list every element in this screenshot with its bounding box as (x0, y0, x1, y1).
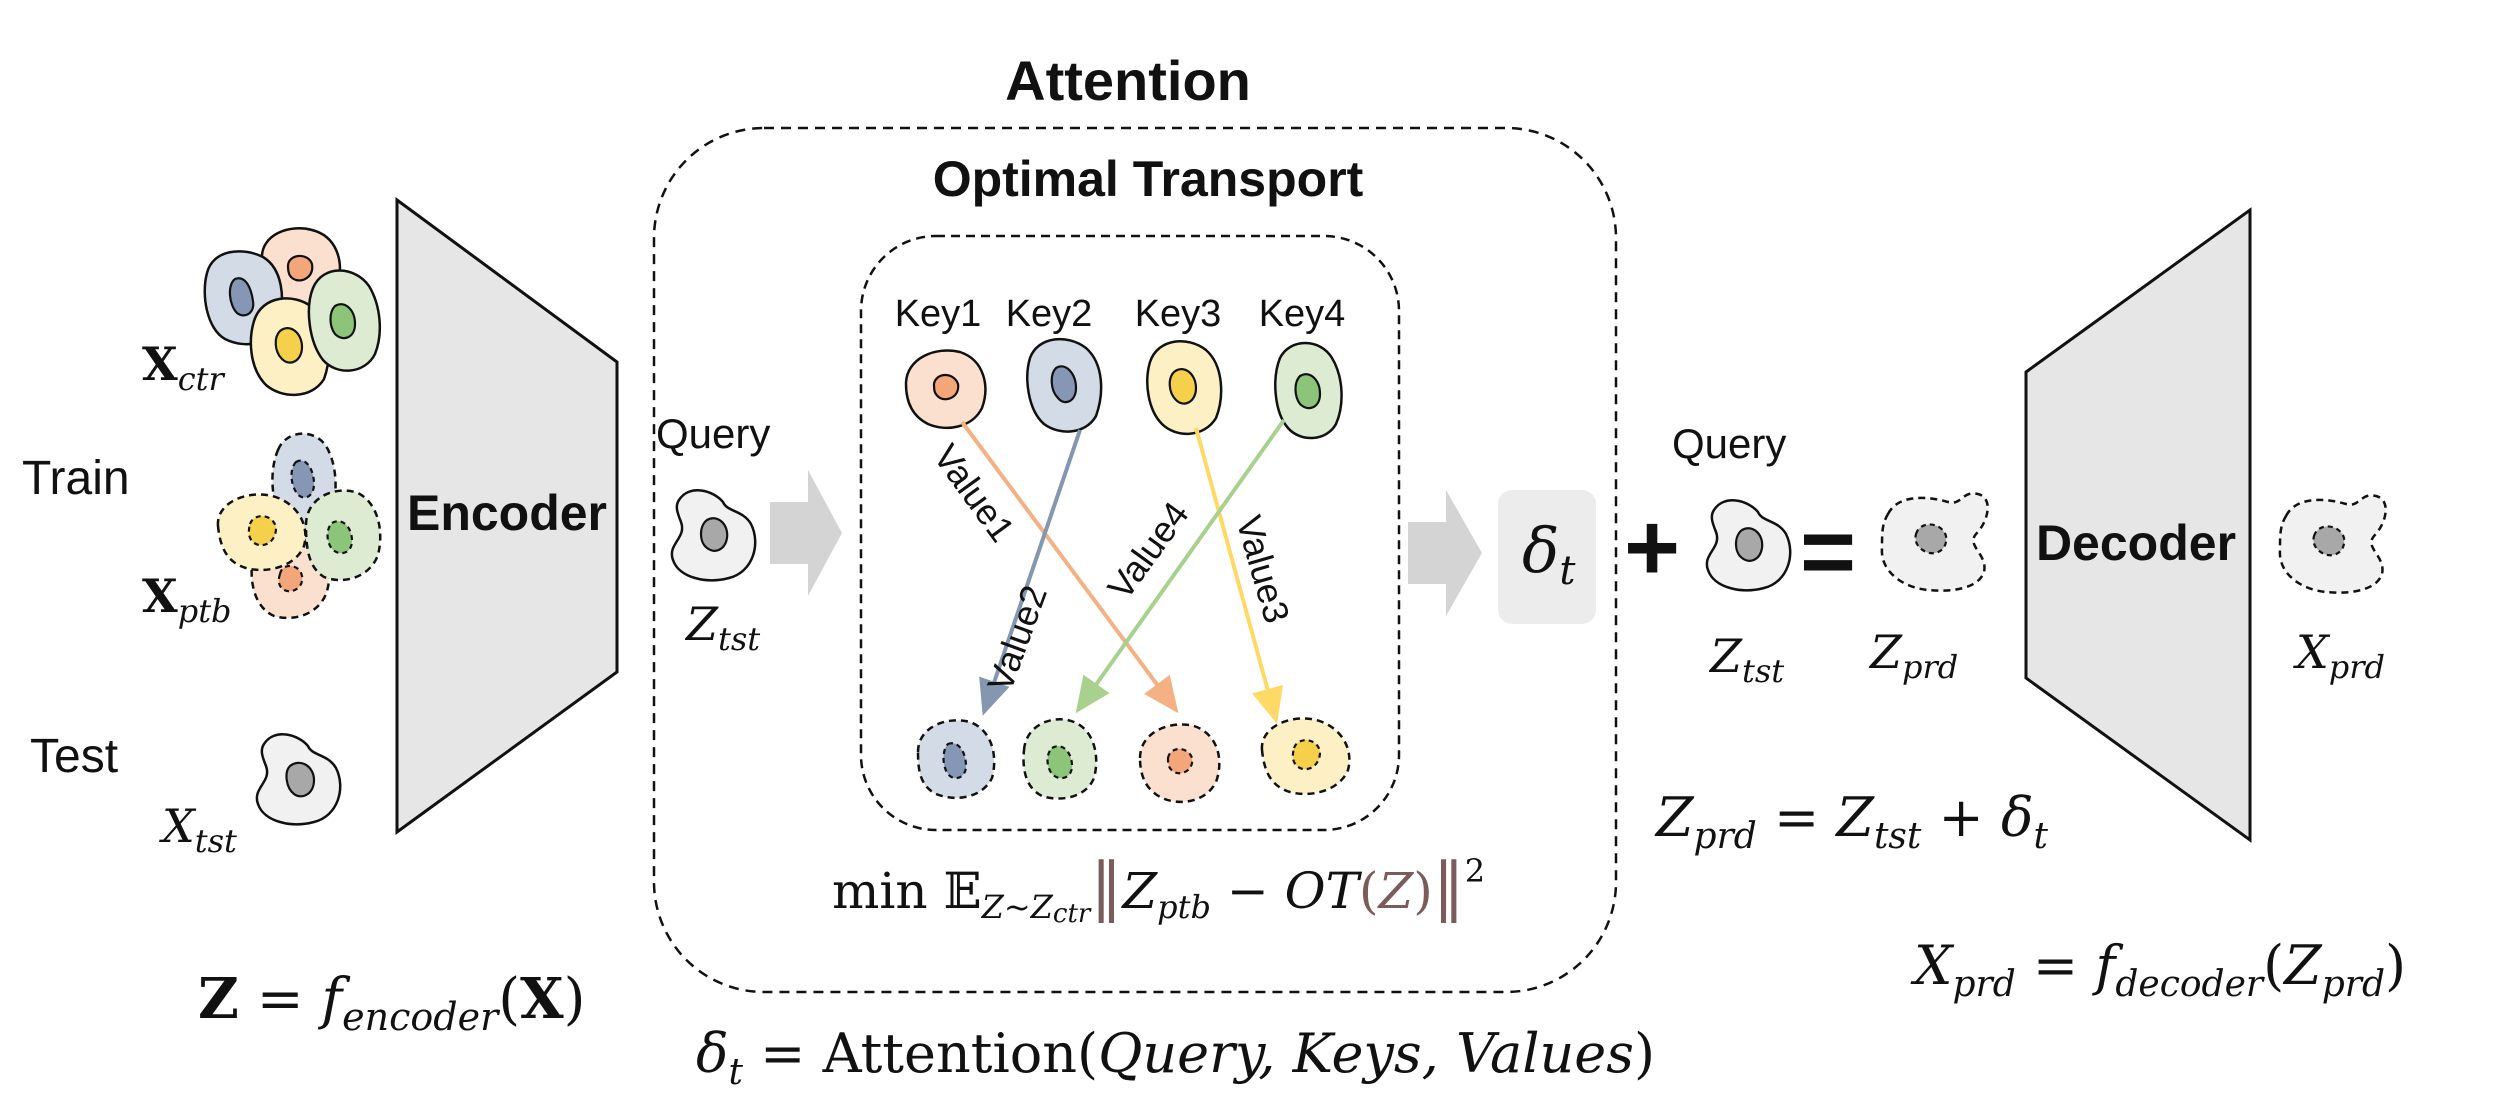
key3-label: Key3 (1135, 293, 1222, 335)
decoder-block: Decoder (2024, 207, 2252, 843)
x-ctr-label: Xctr (142, 337, 225, 398)
query-cell-right (1705, 499, 1792, 592)
plus-sign: + (1624, 494, 1680, 601)
transported-cell-green (1022, 718, 1098, 800)
control-cells-group (203, 227, 381, 397)
attention-box (652, 126, 1618, 994)
key4-label: Key4 (1259, 293, 1346, 335)
equals-sign: = (1800, 498, 1856, 605)
decoder-equation: Xprd = fdecoder(Zprd) (1910, 934, 2406, 1005)
z-tst-label-left: Ztst (684, 597, 760, 658)
key1-cell (904, 349, 987, 430)
z-tst-label-right: Ztst (1708, 629, 1784, 690)
query-label-left: Query (656, 410, 770, 457)
transported-cell-blue (916, 719, 996, 800)
transport-arrow-key2 (979, 429, 1082, 716)
arrow-into-attention (770, 470, 842, 596)
transport-arrow-key3 (1194, 427, 1283, 724)
delta-box (1498, 490, 1596, 624)
x-tst-label: Xtst (159, 799, 237, 860)
optimal-transport-box (859, 234, 1401, 832)
key4-cell (1274, 341, 1343, 440)
encoder-block: Encoder (395, 197, 619, 835)
x-prd-cell (2278, 494, 2387, 594)
transport-arrow-key1 (960, 420, 1179, 714)
cell-yellow-ptb (216, 493, 307, 572)
attention-equation: δt = Attention(Query, Keys, Values) (696, 1022, 1655, 1093)
value1-label: Value1 (926, 437, 1023, 550)
optimal-transport-title: Optimal Transport (933, 151, 1364, 207)
value4-label: Value4 (1099, 494, 1196, 607)
attention-title: Attention (1005, 49, 1251, 112)
perturbed-cells-group (216, 432, 382, 620)
z-prd-label: Zprd (1868, 625, 1958, 686)
cell-test (255, 733, 342, 826)
value2-label: Value2 (979, 580, 1055, 697)
key2-cell (1026, 337, 1103, 433)
query-cell-left (670, 489, 757, 582)
cell-green-ptb (304, 489, 382, 582)
x-prd-label: Xprd (2293, 625, 2385, 686)
cell-green-ctr (307, 269, 381, 372)
encoder-label: Encoder (407, 485, 607, 541)
test-label: Test (30, 730, 118, 783)
zprd-equation: Zprd = Ztst + δt (1654, 786, 2048, 857)
arrow-out-attention (1408, 490, 1482, 616)
key1-label: Key1 (895, 293, 982, 335)
transport-arrow-key4 (1075, 418, 1286, 714)
train-label: Train (22, 452, 130, 505)
transported-cell-orange (1138, 723, 1221, 804)
query-label-right: Query (1672, 420, 1786, 467)
encoder-equation: Z = fencoder(X) (198, 966, 585, 1039)
key2-label: Key2 (1006, 293, 1093, 335)
key3-cell (1146, 340, 1223, 436)
value3-label: Value3 (1228, 511, 1298, 627)
decoder-label: Decoder (2036, 515, 2236, 571)
transported-cell-yellow (1260, 717, 1351, 796)
delta-label: δt (1522, 514, 1576, 594)
x-ptb-label: Xptb (142, 569, 232, 630)
z-prd-cell (1880, 492, 1989, 592)
ot-objective: min 𝔼Z~Zctr‖Zptb − OT(Z)‖2 (832, 850, 1485, 929)
